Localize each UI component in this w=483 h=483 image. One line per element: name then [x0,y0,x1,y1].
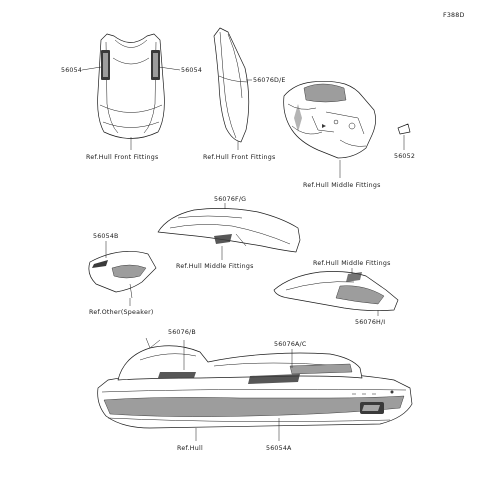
front-cowl-part [97,33,165,139]
jet-ski-logo-icon [360,402,384,414]
watercraft-hull-part [97,337,413,429]
callout-56076F-G: 56076F/G [214,196,246,203]
rear-deck-part [273,271,399,312]
ref-hull-middle-fittings-3: Ref.Hull Middle Fittings [313,260,391,267]
callout-56076A-C: 56076A/C [274,341,307,348]
seat-cover-part [157,208,301,253]
callout-56052: 56052 [394,153,415,160]
callout-56076-B: 56076/B [168,329,196,336]
ref-hull: Ref.Hull [177,445,203,452]
ref-hull-middle-fittings-2: Ref.Hull Middle Fittings [176,263,254,270]
ref-hull-front-fittings-2: Ref.Hull Front Fittings [203,154,276,161]
ref-hull-middle-fittings-1: Ref.Hull Middle Fittings [303,182,381,189]
figure-code: F388D [443,12,465,19]
callout-56054B: 56054B [93,233,119,240]
callout-56076H-I: 56076H/I [355,319,385,326]
side-cowl-part [213,27,250,143]
callout-56054-right: 56054 [181,67,202,74]
ref-other-speaker: Ref.Other(Speaker) [89,309,154,316]
middle-hull-section-part [283,80,376,159]
callout-56054A: 56054A [266,445,292,452]
callout-56076D-E: 56076D/E [253,77,286,84]
speaker-cover-part [88,251,157,299]
ref-hull-front-fittings-1: Ref.Hull Front Fittings [86,154,159,161]
callout-56054-left: 56054 [61,67,82,74]
